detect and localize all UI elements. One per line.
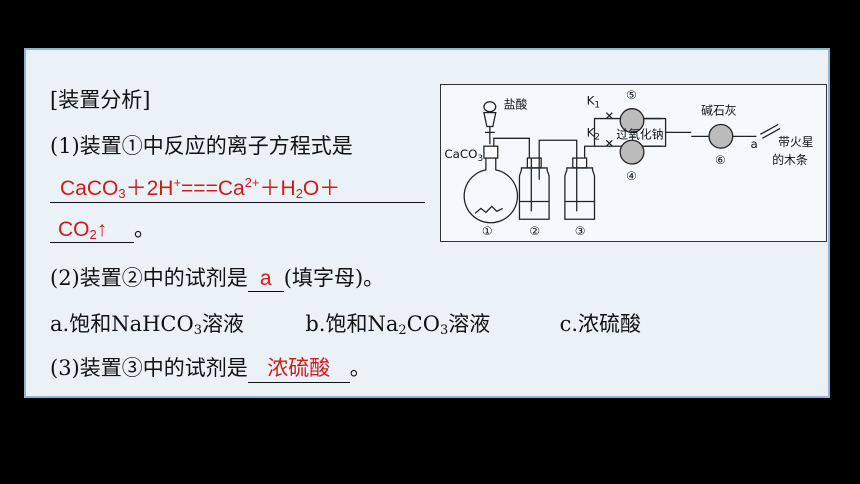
label-k2: K2 <box>587 125 600 142</box>
label-n4: ④ <box>626 169 637 183</box>
soda-lime-tube-6 <box>708 123 734 149</box>
q1-answer-blank-2: CO2↑ <box>50 218 134 243</box>
valve-k1 <box>605 112 613 120</box>
label-soda-lime: 碱石灰 <box>701 104 737 118</box>
section-heading: [装置分析] <box>50 88 151 112</box>
bottle-2 <box>518 167 550 220</box>
flask-stopper <box>483 145 499 159</box>
label-n1: ① <box>482 224 493 238</box>
q1-answer-line-1: CaCO3＋2H+===Ca2+＋H2O＋ <box>50 172 425 203</box>
caco3-solid <box>474 205 503 214</box>
q2-answer: a <box>247 267 284 292</box>
glowing-splint <box>760 123 779 135</box>
na2o2-tube-5 <box>619 108 645 134</box>
label-k1: K1 <box>587 94 600 111</box>
label-hcl: 盐酸 <box>504 98 528 112</box>
label-n6: ⑥ <box>715 153 726 167</box>
label-splint-2: 的木条 <box>772 153 808 167</box>
label-caco3: CaCO3 <box>444 147 483 164</box>
apparatus-svg: 盐酸 CaCO3 K1 K2 过氧化钠 碱石灰 a 带火星 的木条 ① ② ③ … <box>444 88 814 238</box>
question-1: (1)装置①中反应的离子方程式是 <box>50 134 353 158</box>
q1-answer-blank-1: CaCO3＋2H+===Ca2+＋H2O＋ <box>50 172 425 203</box>
label-n2: ② <box>529 224 540 238</box>
na2o2-tube-4 <box>619 139 645 165</box>
funnel-stopper <box>483 101 497 113</box>
question-3: (3)装置③中的试剂是浓硫酸。 <box>50 352 371 383</box>
label-na2o2: 过氧化钠 <box>616 127 663 141</box>
bottle-3 <box>564 167 596 220</box>
label-n5: ⑤ <box>626 88 637 102</box>
option-b: b.饱和Na2CO3溶液 <box>305 312 491 338</box>
apparatus-diagram: 盐酸 CaCO3 K1 K2 过氧化钠 碱石灰 a 带火星 的木条 ① ② ③ … <box>440 84 827 242</box>
q3-answer: 浓硫酸 <box>247 352 350 383</box>
label-n3: ③ <box>575 224 586 238</box>
funnel-bulb <box>483 112 497 128</box>
options-row: a.饱和NaHCO3溶液 b.饱和Na2CO3溶液 c.浓硫酸 <box>50 308 641 338</box>
round-flask <box>463 158 519 224</box>
q1-answer-line-2: CO2↑。 <box>50 213 155 243</box>
option-a: a.饱和NaHCO3溶液 <box>50 312 244 338</box>
label-a: a <box>751 137 758 151</box>
option-c: c.浓硫酸 <box>559 312 642 336</box>
valve-k2 <box>605 139 613 147</box>
label-splint-1: 带火星 <box>778 135 814 149</box>
